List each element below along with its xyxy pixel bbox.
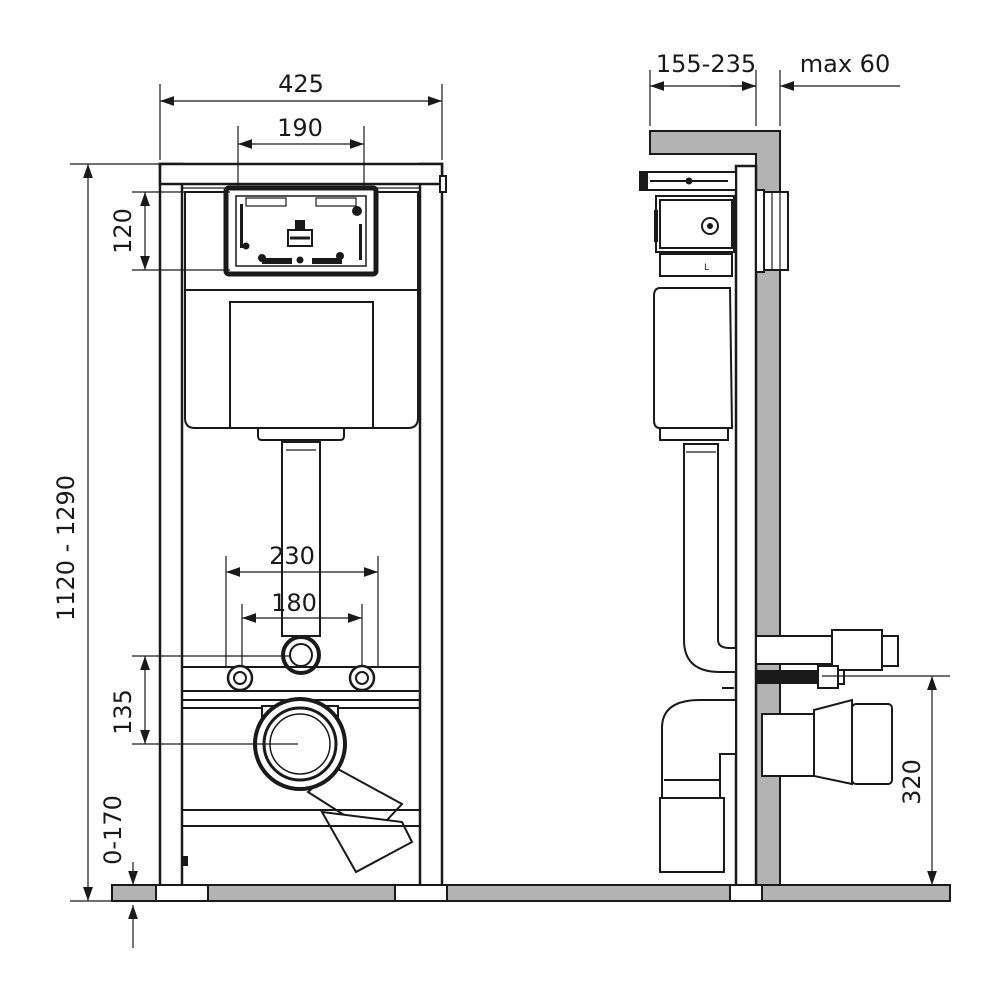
dim-outlet-height-label: 320 [898, 759, 926, 805]
floor [111, 884, 951, 902]
frame-top-rail [158, 162, 444, 186]
dim-depth-label: 155-235 [656, 50, 756, 78]
dim-leg-adjust-label: 0-170 [99, 795, 127, 865]
dim-button-plate-label: 190 [277, 114, 323, 142]
dim-drain-height-label: 135 [109, 689, 137, 735]
dim-outer-bolts-label: 230 [269, 542, 315, 570]
dim-total-height-label: 1120 - 1290 [52, 475, 80, 621]
frame-left-post [158, 162, 184, 890]
mounting-bolt-right [348, 664, 376, 692]
dim-width-label: 425 [278, 70, 324, 98]
side-frame-post [734, 164, 758, 893]
cistern [184, 191, 419, 429]
front-view: 425 190 120 1120 - 1290 230 180 135 [52, 70, 448, 948]
frame-right-foot [394, 884, 448, 902]
flush-plate-frame [223, 185, 379, 277]
svg-text:L: L [704, 263, 709, 273]
side-flush-pipe [683, 443, 737, 673]
frame-left-foot [155, 884, 209, 902]
dim-plate-height-label: 120 [109, 208, 137, 254]
side-cistern [653, 287, 734, 429]
dim-wall-max-label: max 60 [800, 50, 890, 78]
dim-inner-bolts-label: 180 [271, 589, 317, 617]
side-drain-pipe [661, 699, 737, 801]
mounting-bolt-left [226, 664, 254, 692]
side-view: L 155-235 [639, 50, 950, 902]
frame-right-post [418, 162, 444, 890]
cistern-front-panel [229, 301, 374, 429]
